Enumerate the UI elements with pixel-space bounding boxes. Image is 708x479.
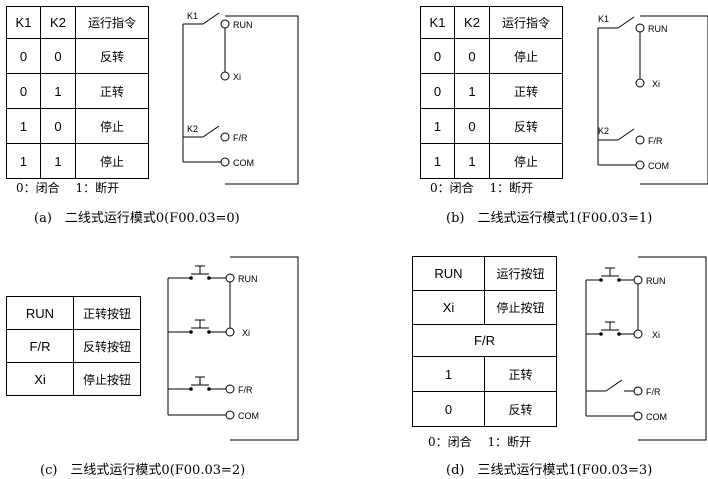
terminal-run: RUN bbox=[233, 20, 253, 30]
switch-label-k2: K2 bbox=[598, 126, 609, 136]
terminal-xi: Xi bbox=[233, 72, 241, 82]
terminal-run: RUN bbox=[648, 24, 668, 34]
table-cell: 正转 bbox=[489, 73, 563, 109]
table-cell: 反转 bbox=[484, 391, 557, 427]
terminal-fr: F/R bbox=[233, 133, 248, 143]
wiring-diagram-d: RUN Xi F/R COM bbox=[585, 256, 707, 441]
table-cell: 正转 bbox=[75, 73, 149, 109]
table-cell: 反转 bbox=[75, 38, 149, 74]
header-k1: K1 bbox=[420, 6, 455, 39]
table-cell: 停止 bbox=[489, 143, 563, 179]
table-cell: 1 bbox=[420, 143, 455, 179]
terminal-xi: Xi bbox=[652, 330, 660, 340]
table-cell: 停止按钮 bbox=[484, 290, 557, 325]
switch-label-k1: K1 bbox=[187, 11, 198, 21]
wiring-diagram-a: K1 K2 RUN Xi F/R COM bbox=[182, 11, 299, 185]
table-cell: 1 bbox=[412, 356, 485, 392]
terminal-xi: Xi bbox=[242, 328, 250, 338]
table-cell: Xi bbox=[412, 290, 485, 325]
table-cell: 0 bbox=[454, 38, 490, 74]
terminal-fr: F/R bbox=[238, 385, 253, 395]
table-cell: 0 bbox=[454, 108, 490, 144]
table-cell: 正转按钮 bbox=[73, 296, 141, 330]
legend-note-d: 0：闭合 1：断开 bbox=[428, 435, 532, 449]
table-cell: 0 bbox=[6, 73, 41, 109]
legend-note-a: 0：闭合 1：断开 bbox=[16, 181, 120, 195]
wiring-diagram-c: RUN Xi F/R COM bbox=[167, 256, 299, 441]
wiring-diagram-b: K1 K2 RUN Xi F/R COM bbox=[597, 14, 708, 185]
table-cell: 1 bbox=[454, 143, 490, 179]
table-cell: 停止 bbox=[75, 108, 149, 144]
caption-a: (a) 二线式运行模式0(F00.03=0) bbox=[34, 211, 240, 226]
table-cell: 1 bbox=[420, 108, 455, 144]
header-k1: K1 bbox=[6, 6, 41, 39]
table-cell: 0 bbox=[40, 38, 76, 74]
table-cell: 停止 bbox=[489, 38, 563, 74]
table-cell: 0 bbox=[412, 391, 485, 427]
terminal-run: RUN bbox=[238, 274, 258, 284]
table-cell: 运行按钮 bbox=[484, 256, 557, 291]
table-cell: 反转 bbox=[489, 108, 563, 144]
header-command: 运行指令 bbox=[489, 6, 563, 39]
terminal-com: COM bbox=[238, 411, 259, 421]
legend-note-b: 0：闭合 1：断开 bbox=[430, 181, 534, 195]
terminal-fr: F/R bbox=[646, 387, 661, 397]
table-cell: 1 bbox=[6, 143, 41, 179]
merged-fr-header: F/R bbox=[412, 324, 557, 357]
terminal-com: COM bbox=[648, 161, 669, 171]
header-k2: K2 bbox=[40, 6, 76, 39]
header-k2: K2 bbox=[454, 6, 490, 39]
table-cell: RUN bbox=[6, 296, 74, 330]
caption-d: (d) 三线式运行模式1(F00.03=3) bbox=[446, 463, 653, 478]
table-cell: 正转 bbox=[484, 356, 557, 392]
caption-c: (c) 三线式运行模式0(F00.03=2) bbox=[40, 463, 246, 478]
table-cell: 1 bbox=[40, 73, 76, 109]
table-cell: 0 bbox=[40, 108, 76, 144]
table-cell: F/R bbox=[6, 329, 74, 363]
truth-table-a: K1 K2 运行指令 0 0 反转 0 1 正转 1 0 停止 1 1 停止 bbox=[6, 6, 149, 179]
truth-table-b: K1 K2 运行指令 0 0 停止 0 1 正转 1 0 反转 1 1 停止 bbox=[420, 6, 563, 179]
table-cell: 1 bbox=[40, 143, 76, 179]
table-cell: 0 bbox=[420, 73, 455, 109]
switch-label-k1: K1 bbox=[598, 14, 609, 24]
table-cell: 0 bbox=[420, 38, 455, 74]
header-command: 运行指令 bbox=[75, 6, 149, 39]
table-cell: RUN bbox=[412, 256, 485, 291]
table-cell: 0 bbox=[6, 38, 41, 74]
table-cell: Xi bbox=[6, 362, 74, 396]
table-cell: 停止按钮 bbox=[73, 362, 141, 396]
terminal-xi: Xi bbox=[652, 79, 660, 89]
caption-b: (b) 二线式运行模式1(F00.03=1) bbox=[446, 211, 653, 226]
button-table-d: RUN 运行按钮 Xi 停止按钮 F/R 1 正转 0 反转 bbox=[412, 256, 557, 427]
switch-label-k2: K2 bbox=[187, 124, 198, 134]
button-table-c: RUN 正转按钮 F/R 反转按钮 Xi 停止按钮 bbox=[6, 296, 141, 396]
table-cell: 反转按钮 bbox=[73, 329, 141, 363]
terminal-fr: F/R bbox=[648, 136, 663, 146]
terminal-run: RUN bbox=[646, 276, 666, 286]
table-cell: 1 bbox=[454, 73, 490, 109]
table-cell: 1 bbox=[6, 108, 41, 144]
table-cell: 停止 bbox=[75, 143, 149, 179]
terminal-com: COM bbox=[646, 412, 667, 422]
terminal-com: COM bbox=[233, 158, 254, 168]
